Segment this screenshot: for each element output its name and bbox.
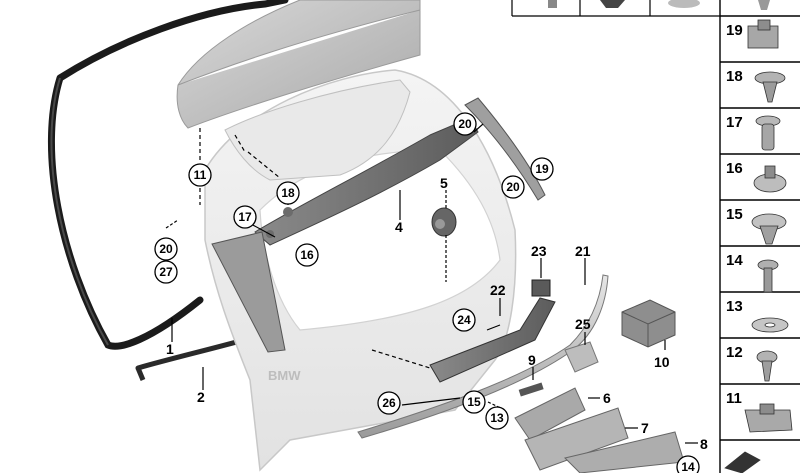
plastic-nut-icon bbox=[751, 213, 787, 245]
side-num-15: 15 bbox=[726, 206, 743, 223]
callout-10: 10 bbox=[654, 354, 670, 370]
expanding-rivet-icon bbox=[755, 115, 781, 151]
part-9-shape bbox=[518, 382, 544, 397]
callout-11: 11 bbox=[194, 168, 207, 182]
plate-holder-7-shape bbox=[524, 407, 629, 471]
fastener-numbers: 19 18 17 16 15 14 13 12 11 bbox=[726, 22, 743, 407]
push-rivet-icon bbox=[754, 71, 786, 103]
callout-14: 14 bbox=[681, 460, 695, 473]
callout-16: 16 bbox=[300, 248, 314, 262]
part-25-shape bbox=[564, 341, 599, 373]
callout-2: 2 bbox=[197, 389, 205, 405]
handle-22-shape bbox=[429, 297, 556, 383]
circled-callouts bbox=[154, 112, 700, 473]
callout-20b: 20 bbox=[506, 180, 520, 194]
inner-trim-shape bbox=[224, 79, 411, 181]
plate-holder-6-shape bbox=[514, 387, 586, 441]
side-num-11: 11 bbox=[726, 390, 742, 407]
callout-20a: 20 bbox=[458, 117, 472, 131]
callout-17: 17 bbox=[238, 210, 252, 224]
spoiler-shape bbox=[176, 0, 421, 129]
spring-nut-icon bbox=[744, 403, 793, 433]
plain-callouts: 1 2 4 5 6 7 8 9 10 21 22 23 25 bbox=[166, 175, 708, 452]
callout-1: 1 bbox=[166, 341, 174, 357]
washer-icon bbox=[751, 317, 789, 333]
side-num-18: 18 bbox=[726, 68, 743, 85]
circled-callout-labels: 11 13 14 15 16 17 18 19 20 20 20 24 26 2… bbox=[159, 117, 695, 473]
callout-13: 13 bbox=[490, 411, 504, 425]
corner-arrow-icon bbox=[724, 451, 761, 473]
callout-15: 15 bbox=[467, 395, 481, 409]
callout-26: 26 bbox=[382, 396, 396, 410]
clip-nut-icon bbox=[747, 19, 779, 49]
callout-8: 8 bbox=[700, 436, 708, 452]
callout-21: 21 bbox=[575, 243, 591, 259]
side-num-16: 16 bbox=[726, 160, 743, 177]
callout-20c: 20 bbox=[159, 242, 173, 256]
parts-artwork: BMW bbox=[48, 0, 685, 473]
washer-clip-icon bbox=[753, 165, 787, 193]
callout-23: 23 bbox=[531, 243, 547, 259]
side-num-14: 14 bbox=[726, 252, 743, 269]
plate-text: BMW bbox=[268, 368, 301, 383]
callout-9: 9 bbox=[528, 352, 536, 368]
side-num-19: 19 bbox=[726, 22, 743, 39]
callout-6: 6 bbox=[603, 390, 611, 406]
callout-24: 24 bbox=[457, 313, 471, 327]
callout-27: 27 bbox=[159, 265, 173, 279]
leader-lines bbox=[165, 123, 698, 444]
side-num-17: 17 bbox=[726, 114, 743, 131]
side-num-12: 12 bbox=[726, 344, 743, 361]
callout-19: 19 bbox=[535, 162, 549, 176]
clip-18-shape bbox=[283, 207, 293, 217]
trim-strip-19-shape bbox=[464, 97, 546, 201]
callout-18: 18 bbox=[281, 186, 295, 200]
callout-5: 5 bbox=[440, 175, 448, 191]
callout-7: 7 bbox=[641, 420, 649, 436]
callout-4: 4 bbox=[395, 219, 403, 235]
callout-22: 22 bbox=[490, 282, 506, 298]
side-num-13: 13 bbox=[726, 298, 743, 315]
left-trim-shape bbox=[211, 231, 286, 353]
fastener-side-panel bbox=[719, 0, 800, 473]
callout-25: 25 bbox=[575, 316, 591, 332]
top-parts-row bbox=[511, 0, 720, 17]
screw-icon bbox=[757, 259, 779, 293]
tapping-screw-icon bbox=[756, 350, 778, 382]
switch-23-shape bbox=[531, 279, 551, 297]
top-parts-icons bbox=[548, 0, 770, 10]
fastener-icons bbox=[724, 19, 793, 473]
